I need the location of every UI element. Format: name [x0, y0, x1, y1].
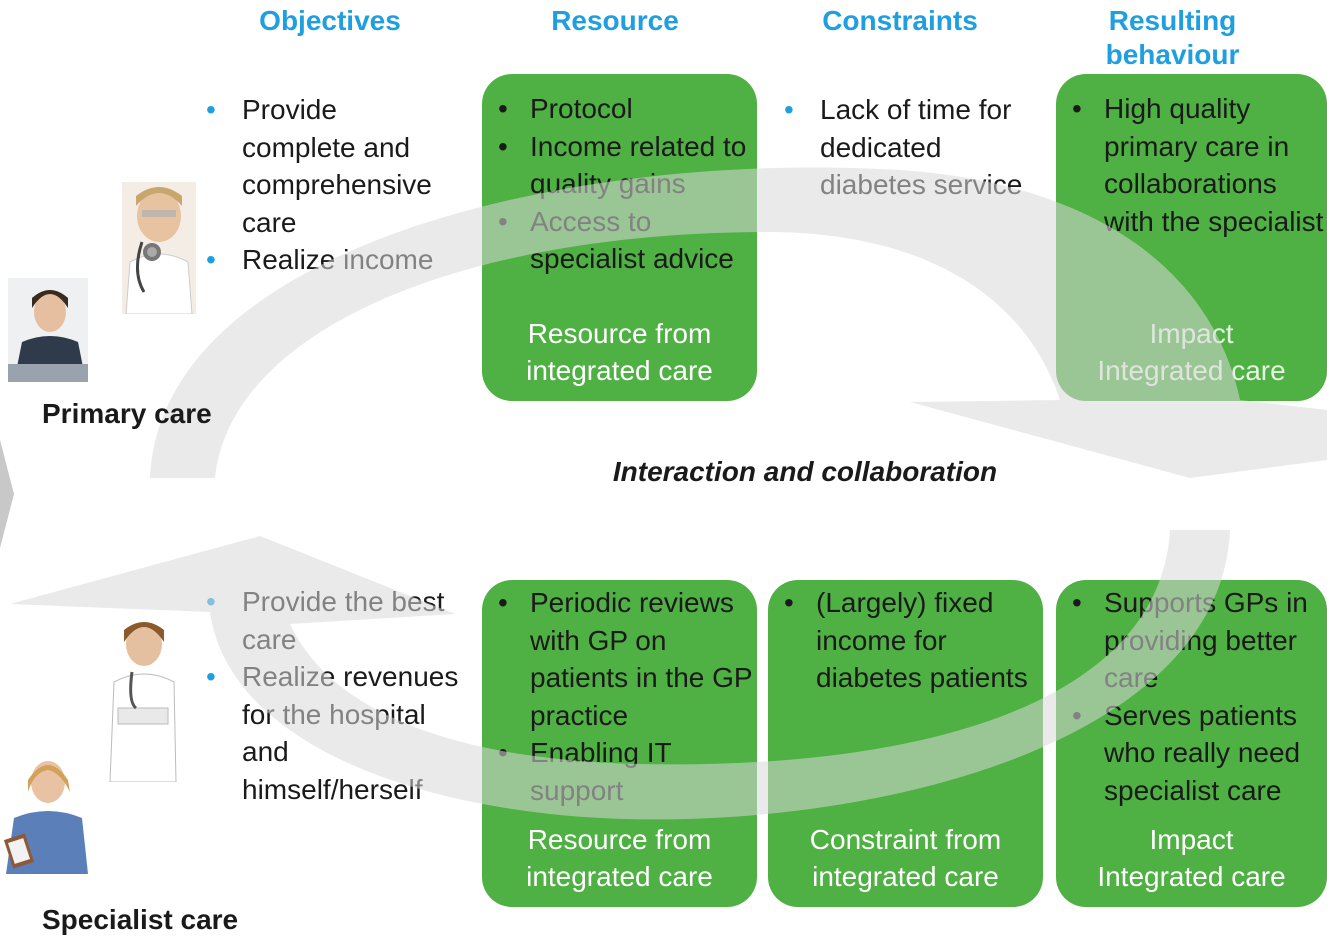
left-chevron-shape	[0, 440, 14, 548]
primary-resource-item: Access to specialist advice	[482, 203, 757, 278]
specialist-constraint-box: (Largely) fixed income for diabetes pati…	[768, 580, 1043, 907]
specialist-objective-item: Provide the best care	[200, 583, 470, 658]
primary-resource-box: Protocol Income related to quality gains…	[482, 74, 757, 401]
header-objectives: Objectives	[259, 5, 401, 36]
specialist-care-label: Specialist care	[42, 904, 239, 935]
primary-objective-item: Provide complete and comprehensive care	[200, 91, 450, 241]
primary-objective-item: Realize income	[200, 241, 450, 279]
primary-objectives-list: Provide complete and comprehensive care …	[200, 91, 450, 279]
specialist-behaviour-item: Serves patients who really need speciali…	[1056, 697, 1327, 810]
specialist-behaviour-item: Supports GPs in providing better care	[1056, 584, 1327, 697]
primary-behaviour-footer: Impact Integrated care	[1097, 318, 1286, 386]
header-resource: Resource	[551, 5, 679, 36]
primary-resource-item: Income related to quality gains	[482, 128, 757, 203]
specialist-resource-item: Periodic reviews with GP on patients in …	[482, 584, 757, 734]
primary-care-label: Primary care	[42, 398, 212, 429]
primary-constraint-item: Lack of time for dedicated diabetes serv…	[778, 91, 1048, 204]
primary-behaviour-box: High quality primary care in collaborati…	[1056, 74, 1327, 401]
specialist-behaviour-footer: Impact Integrated care	[1097, 824, 1286, 892]
primary-behaviour-item: High quality primary care in collaborati…	[1056, 90, 1327, 240]
specialist-behaviour-box: Supports GPs in providing better care Se…	[1056, 580, 1327, 907]
specialist-resource-footer: Resource from integrated care	[526, 824, 713, 892]
specialist-objectives-list: Provide the best care Realize revenues f…	[200, 583, 470, 808]
interaction-collaboration-label: Interaction and collaboration	[612, 456, 998, 487]
specialist-doctor-arms-crossed-image	[109, 622, 177, 782]
specialist-resource-box: Periodic reviews with GP on patients in …	[482, 580, 757, 907]
specialist-resource-item: Enabling IT support	[482, 734, 757, 809]
primary-constraints-list: Lack of time for dedicated diabetes serv…	[778, 91, 1048, 204]
specialist-objective-item: Realize revenues for the hospital and hi…	[200, 658, 470, 808]
doctor-with-stethoscope-image	[122, 182, 196, 314]
primary-resource-footer: Resource from integrated care	[526, 318, 713, 386]
primary-resource-item: Protocol	[482, 90, 757, 128]
specialist-constraint-item: (Largely) fixed income for diabetes pati…	[768, 584, 1043, 697]
nurse-with-clipboard-image	[3, 761, 88, 874]
header-resulting-behaviour: Resulting behaviour	[1105, 5, 1240, 70]
header-constraints: Constraints	[822, 5, 978, 36]
primary-care-woman-image	[8, 278, 88, 382]
specialist-constraint-footer: Constraint from integrated care	[809, 824, 1002, 892]
